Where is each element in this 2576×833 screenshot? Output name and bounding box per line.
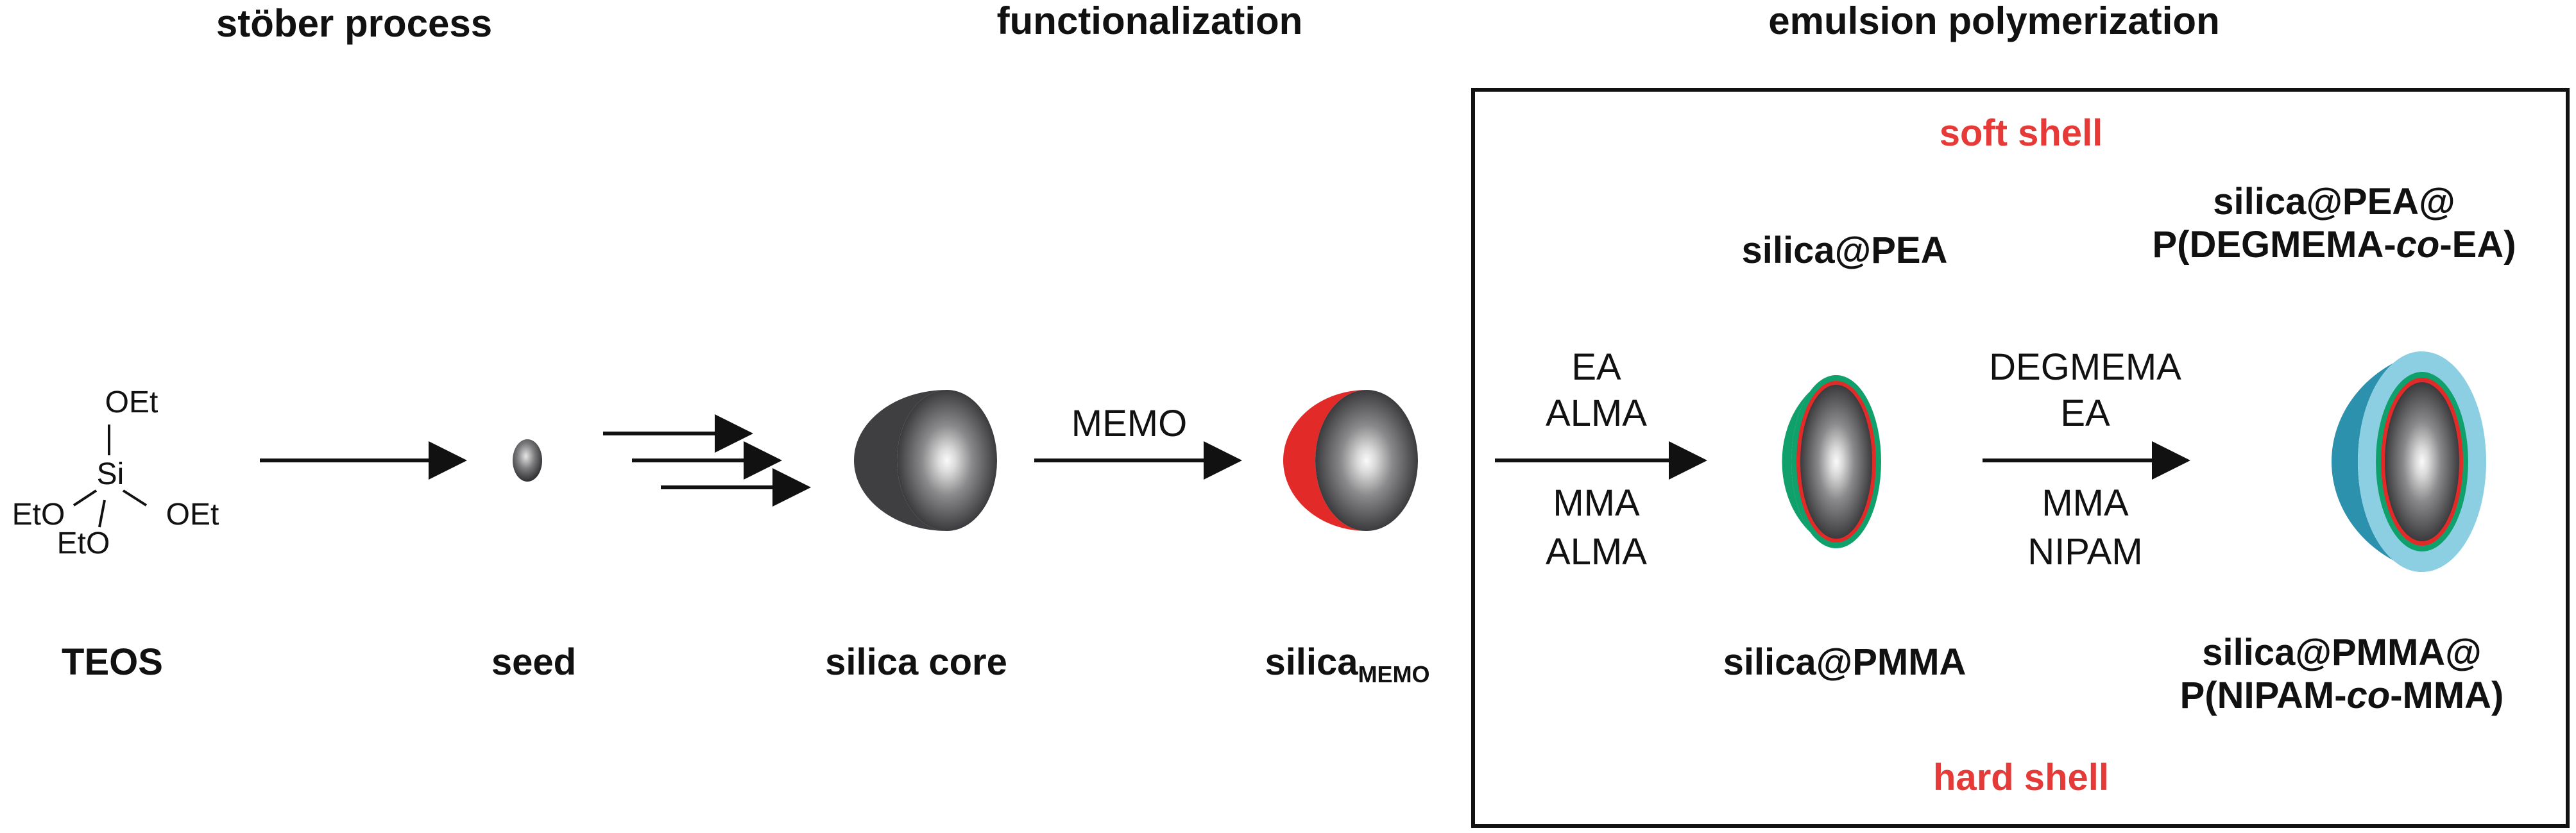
teos-bonds	[73, 425, 148, 528]
step1-reagent-ea: EA	[1571, 346, 1621, 388]
silica-memo-particle	[1283, 390, 1418, 531]
header-emulsion: emulsion polymerization	[1768, 0, 2220, 42]
memo-reagent: MEMO	[1071, 403, 1188, 444]
silica-pmma-label: silica@PMMA	[1723, 641, 1966, 683]
hard-shell-label: hard shell	[1933, 757, 2109, 798]
silica-core-particle	[854, 390, 997, 531]
silica-first-shell-particle	[1782, 375, 1881, 548]
silica-memo-label: silicaMEMO	[1265, 641, 1430, 687]
teos-si: Si	[96, 457, 124, 491]
header-functionalization: functionalization	[996, 0, 1303, 42]
silica-pea-label: silica@PEA	[1741, 230, 1948, 271]
step2-reagent-degmema: DEGMEMA	[1989, 346, 2181, 388]
step2-reagent-mma: MMA	[2042, 482, 2129, 524]
seed-particle	[513, 439, 542, 482]
soft-shell-label: soft shell	[1939, 112, 2103, 154]
step2-reagent-ea: EA	[2060, 392, 2110, 434]
teos-eto-bottom: EtO	[56, 526, 110, 560]
teos-oet-top: OEt	[105, 385, 158, 419]
emulsion-box	[1471, 88, 2570, 828]
silica-core-label: silica core	[825, 641, 1007, 683]
silica-double-shell-particle	[2331, 351, 2486, 572]
teos-label: TEOS	[62, 641, 163, 683]
reaction-arrows	[260, 414, 2190, 507]
step1-reagent-mma: MMA	[1553, 482, 1640, 524]
header-stober: stöber process	[216, 2, 493, 45]
soft-final-label: silica@PEA@ P(DEGMEMA-co-EA)	[2152, 181, 2516, 265]
seed-label: seed	[491, 641, 577, 683]
teos-oet-right: OEt	[166, 498, 219, 532]
hard-final-label: silica@PMMA@ P(NIPAM-co-MMA)	[2179, 632, 2504, 716]
step1-reagent-alma-top: ALMA	[1546, 392, 1647, 434]
step1-reagent-alma-bottom: ALMA	[1546, 531, 1647, 573]
step2-reagent-nipam: NIPAM	[2027, 531, 2143, 573]
teos-eto-left: EtO	[12, 498, 65, 532]
